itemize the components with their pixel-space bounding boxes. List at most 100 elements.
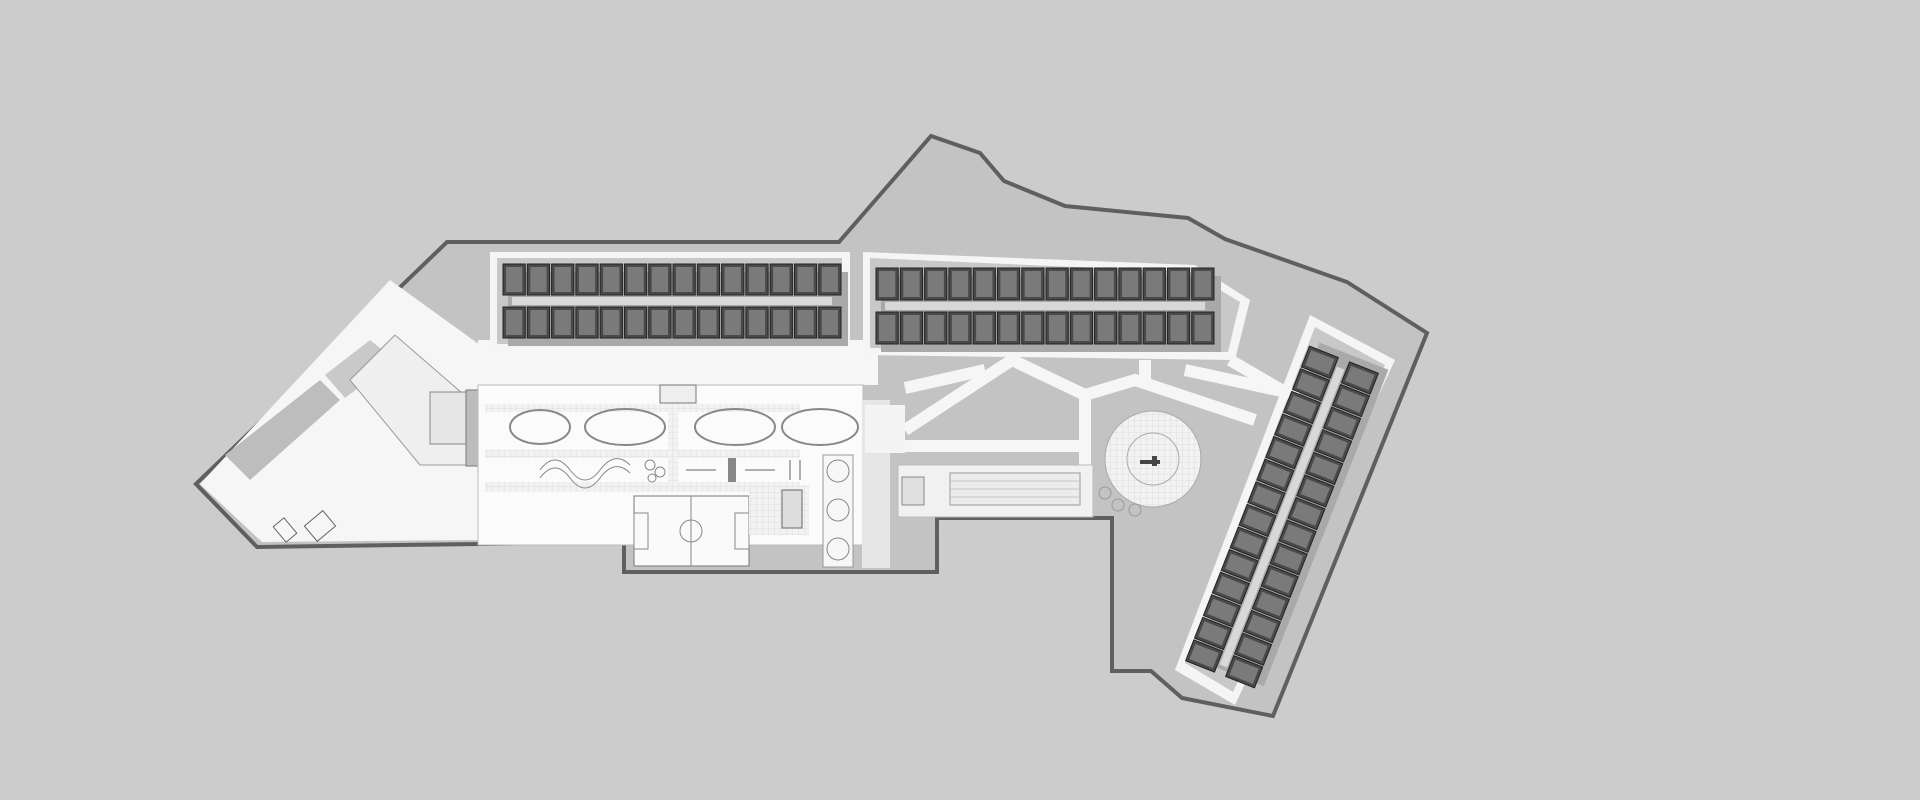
unit-interior — [1170, 271, 1187, 297]
unit-interior — [1225, 553, 1255, 578]
unit-interior — [700, 267, 717, 292]
pool-changing-room — [901, 476, 925, 506]
unit-interior — [1194, 315, 1211, 341]
building-corridor — [885, 302, 1205, 310]
building-corridor — [512, 297, 832, 305]
unit-interior — [748, 267, 766, 292]
football-goal-area — [633, 512, 649, 550]
residential-block — [502, 263, 848, 346]
basketball-key — [826, 459, 850, 483]
garden-oval — [584, 408, 666, 446]
parking-bay — [303, 509, 337, 543]
unit-interior — [927, 271, 944, 297]
unit-interior — [951, 315, 969, 341]
entrance-block — [429, 391, 469, 445]
building-corridor — [1219, 366, 1345, 668]
unit-interior — [1024, 271, 1041, 297]
unit-interior — [797, 310, 814, 335]
unit-interior — [903, 271, 920, 297]
unit-interior — [1282, 524, 1313, 549]
unit-interior — [554, 267, 571, 292]
footpath — [903, 364, 987, 394]
pool-lanes — [950, 480, 1080, 498]
play-circle — [647, 473, 657, 483]
garden-oval — [781, 408, 859, 446]
unit-interior — [1073, 315, 1090, 341]
unit-interior — [554, 310, 571, 335]
unit-interior — [748, 310, 766, 335]
unit-interior — [821, 267, 838, 292]
unit-interior — [1194, 271, 1211, 297]
garden-oval — [509, 409, 571, 445]
parking-lot — [225, 380, 340, 480]
unit-interior — [976, 271, 993, 297]
unit-interior — [1256, 591, 1286, 617]
unit-interior — [1251, 485, 1282, 510]
west-plaza — [200, 280, 480, 542]
playground-path — [539, 466, 631, 489]
unit-interior — [1336, 388, 1366, 413]
garden-walkway — [668, 385, 678, 485]
football-center-circle — [679, 519, 703, 543]
unit-interior — [1260, 463, 1290, 488]
unit-interior — [1097, 271, 1114, 297]
unit-interior — [1024, 315, 1041, 341]
basketball-court — [822, 454, 854, 568]
fitness-equipment — [728, 458, 736, 482]
service-kiosk — [659, 384, 697, 404]
unit-interior — [651, 267, 668, 292]
unit-interior — [506, 310, 523, 335]
unit-interior — [603, 267, 620, 292]
unit-interior — [1234, 530, 1264, 556]
unit-interior — [773, 310, 790, 335]
unit-interior — [578, 310, 596, 335]
unit-interior — [1274, 546, 1304, 571]
garden-walkway — [485, 482, 800, 492]
playground-path — [539, 458, 631, 481]
unit-interior — [1097, 315, 1114, 341]
unit-interior — [903, 315, 920, 341]
plaza-inner-ring — [1126, 432, 1180, 486]
plaza-sculpture — [1152, 456, 1157, 466]
unit-interior — [1146, 315, 1163, 341]
unit-interior — [1073, 271, 1090, 297]
unit-interior — [1049, 315, 1066, 341]
unit-interior — [1265, 569, 1295, 594]
unit-interior — [1000, 271, 1017, 297]
unit-interior — [1300, 478, 1330, 504]
unit-interior — [1238, 636, 1268, 662]
basketball-key — [826, 537, 850, 561]
footpaths — [901, 353, 1302, 466]
unit-interior — [578, 267, 596, 292]
unit-interior — [1216, 576, 1246, 601]
residential-block — [875, 267, 1221, 352]
unit-interior — [879, 271, 896, 297]
tree-icon — [1111, 498, 1125, 512]
unit-interior — [700, 310, 717, 335]
unit-interior — [530, 267, 547, 292]
unit-interior — [951, 271, 969, 297]
unit-interior — [1327, 411, 1357, 436]
unit-interior — [879, 315, 896, 341]
unit-interior — [1291, 501, 1322, 526]
unit-interior — [1146, 271, 1163, 297]
unit-interior — [1318, 433, 1348, 458]
unit-interior — [1269, 440, 1299, 465]
unit-interior — [797, 267, 814, 292]
residential-block — [1184, 342, 1389, 689]
parking-bay — [272, 517, 298, 543]
unit-interior — [651, 310, 668, 335]
pavilion — [781, 489, 803, 529]
garden-walkway — [485, 404, 800, 412]
unit-interior — [1305, 350, 1335, 375]
unit-interior — [821, 310, 838, 335]
unit-interior — [603, 310, 620, 335]
unit-interior — [627, 310, 644, 335]
unit-interior — [676, 310, 693, 335]
unit-interior — [1049, 271, 1066, 297]
unit-interior — [1189, 643, 1219, 669]
unit-interior — [1296, 372, 1326, 398]
tree-icon — [1098, 486, 1112, 500]
garden-oval — [694, 408, 776, 446]
